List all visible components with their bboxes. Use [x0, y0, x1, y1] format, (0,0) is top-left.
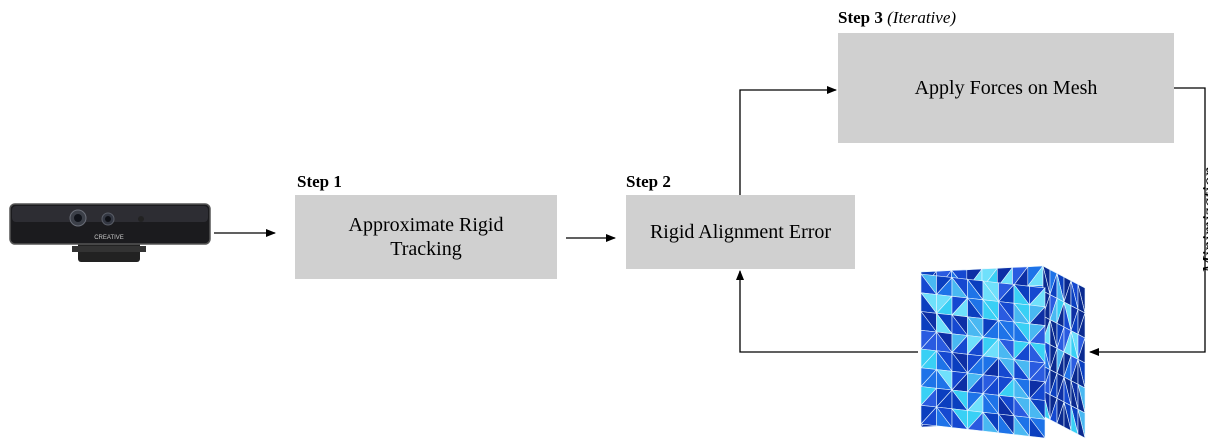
- mesh-triangle: [982, 411, 1000, 434]
- step1-label: Step 1: [297, 172, 342, 191]
- mesh-triangle: [1029, 416, 1046, 439]
- mesh-triangle: [1013, 414, 1031, 437]
- step1-box-line-2: Tracking: [390, 238, 462, 260]
- deformable-cube-mesh-icon: [915, 258, 1095, 440]
- mesh-triangle: [998, 413, 1015, 435]
- depth-camera-icon: CREATIVE: [8, 198, 212, 266]
- mesh-to-step2-arrow: [736, 270, 918, 353]
- step3-label: Step 3 (Iterative): [838, 8, 957, 27]
- step2-label: Step 2: [626, 172, 671, 191]
- apply-forces-box: Apply Forces on Mesh: [838, 33, 1174, 143]
- step3-to-mesh-arrow: [1089, 87, 1206, 356]
- step3-box-text: Apply Forces on Mesh: [914, 77, 1098, 99]
- camera-brand: CREATIVE: [94, 235, 124, 241]
- step2-box-text: Rigid Alignment Error: [649, 221, 832, 243]
- step1-box-line-1: Approximate Rigid: [348, 214, 504, 236]
- rigid-alignment-error-box: Rigid Alignment Error: [626, 195, 855, 269]
- approximate-rigid-tracking-box: Approximate Rigid Tracking: [295, 195, 557, 279]
- mesh-triangle: [951, 407, 969, 430]
- mesh-triangle: [936, 406, 953, 428]
- mesh-triangle: [1063, 401, 1072, 432]
- step3-note: (Iterative): [887, 8, 957, 27]
- mesh-triangle: [1070, 405, 1079, 435]
- mesh-triangle: [1077, 409, 1086, 439]
- step2-to-step3-arrow: [739, 86, 837, 195]
